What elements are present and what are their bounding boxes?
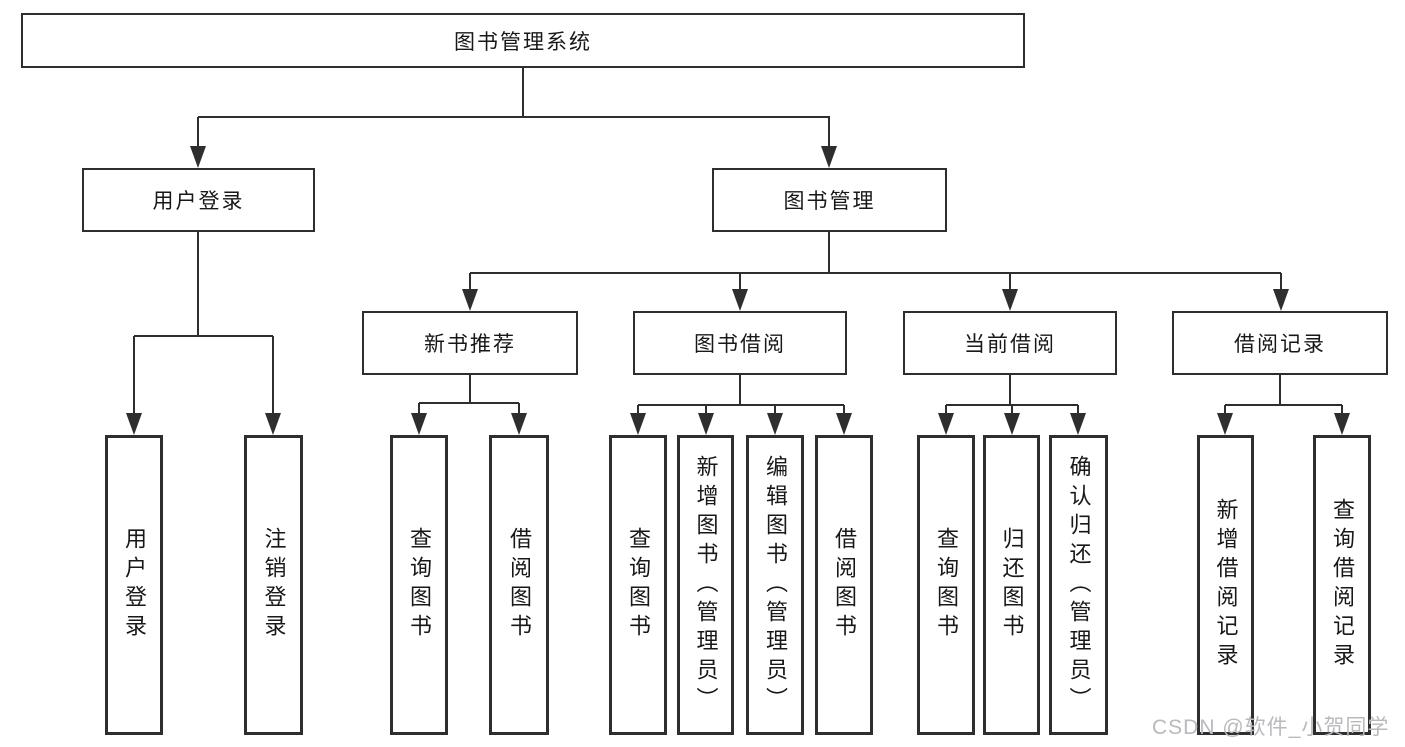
- arrowhead-icon: [836, 413, 852, 435]
- connector-book-borrow-to-leaves: [637, 375, 845, 416]
- node-book-management: 图书管理: [712, 168, 947, 232]
- leaf-query-book-recommend: 查询图书: [390, 435, 448, 735]
- connector-book-management-to-level3: [469, 232, 1282, 292]
- node-label: 借阅图书: [507, 527, 532, 643]
- node-label: 借阅记录: [1234, 333, 1326, 356]
- node-label: 查询图书: [626, 527, 651, 643]
- node-label: 用户登录: [152, 190, 245, 213]
- node-label: 新增图书（管理员）: [693, 454, 719, 716]
- leaf-confirm-return-admin: 确认归还（管理员）: [1049, 435, 1108, 735]
- node-label: 查询图书: [407, 527, 432, 643]
- arrowhead-icon: [732, 289, 748, 311]
- arrowhead-icon: [190, 146, 206, 168]
- node-label: 注销登录: [261, 527, 287, 643]
- node-label: 新增借阅记录: [1213, 498, 1239, 672]
- node-label: 归还图书: [999, 527, 1025, 643]
- node-label: 新书推荐: [424, 333, 516, 356]
- node-label: 编辑图书（管理员）: [763, 454, 788, 716]
- node-borrow-record: 借阅记录: [1172, 311, 1388, 375]
- leaf-logout: 注销登录: [244, 435, 303, 735]
- csdn-watermark: CSDN @软件_小贺同学: [1152, 716, 1390, 739]
- connector-user-login-to-leaves: [133, 232, 274, 416]
- connector-current-borrow-to-leaves: [945, 375, 1079, 416]
- node-label: 图书借阅: [694, 333, 786, 356]
- node-label: 借阅图书: [832, 527, 857, 643]
- arrowhead-icon: [1002, 289, 1018, 311]
- connector-new-book-to-leaves: [418, 375, 520, 416]
- arrowhead-icon: [630, 413, 646, 435]
- leaf-query-book-borrow: 查询图书: [609, 435, 667, 735]
- node-library-management-system: 图书管理系统: [21, 13, 1025, 68]
- leaf-borrow-book-recommend: 借阅图书: [489, 435, 549, 735]
- leaf-add-borrow-record: 新增借阅记录: [1197, 435, 1254, 735]
- node-label: 确认归还（管理员）: [1066, 454, 1092, 716]
- leaf-return-book: 归还图书: [983, 435, 1040, 735]
- arrowhead-icon: [1217, 413, 1233, 435]
- node-label: 查询借阅记录: [1330, 498, 1355, 672]
- connector-root-to-level2: [197, 68, 830, 150]
- node-label: 查询图书: [934, 527, 959, 643]
- arrowhead-icon: [1334, 413, 1350, 435]
- leaf-borrow-book: 借阅图书: [815, 435, 873, 735]
- node-label: 图书管理: [783, 190, 876, 213]
- arrowhead-icon: [265, 413, 281, 435]
- arrowhead-icon: [821, 146, 837, 168]
- node-label: 图书管理系统: [454, 30, 592, 54]
- arrowhead-icon: [411, 413, 427, 435]
- arrowhead-icon: [1004, 413, 1020, 435]
- node-current-borrow: 当前借阅: [903, 311, 1117, 375]
- arrowhead-icon: [938, 413, 954, 435]
- node-book-borrow: 图书借阅: [633, 311, 847, 375]
- arrowhead-icon: [511, 413, 527, 435]
- leaf-user-login: 用户登录: [105, 435, 163, 735]
- arrowhead-icon: [1273, 289, 1289, 311]
- arrowhead-icon: [462, 289, 478, 311]
- leaf-query-book-current: 查询图书: [917, 435, 975, 735]
- arrowhead-icon: [1070, 413, 1086, 435]
- arrowhead-icon: [767, 413, 783, 435]
- connector-borrow-record-to-leaves: [1224, 375, 1343, 416]
- node-label: 当前借阅: [964, 333, 1056, 356]
- arrowheads: [126, 146, 1350, 435]
- node-label: 用户登录: [122, 527, 147, 643]
- leaf-edit-book-admin: 编辑图书（管理员）: [746, 435, 804, 735]
- node-user-login: 用户登录: [82, 168, 315, 232]
- arrowhead-icon: [698, 413, 714, 435]
- node-new-book-recommend: 新书推荐: [362, 311, 578, 375]
- leaf-query-borrow-record: 查询借阅记录: [1313, 435, 1371, 735]
- leaf-add-book-admin: 新增图书（管理员）: [677, 435, 734, 735]
- arrowhead-icon: [126, 413, 142, 435]
